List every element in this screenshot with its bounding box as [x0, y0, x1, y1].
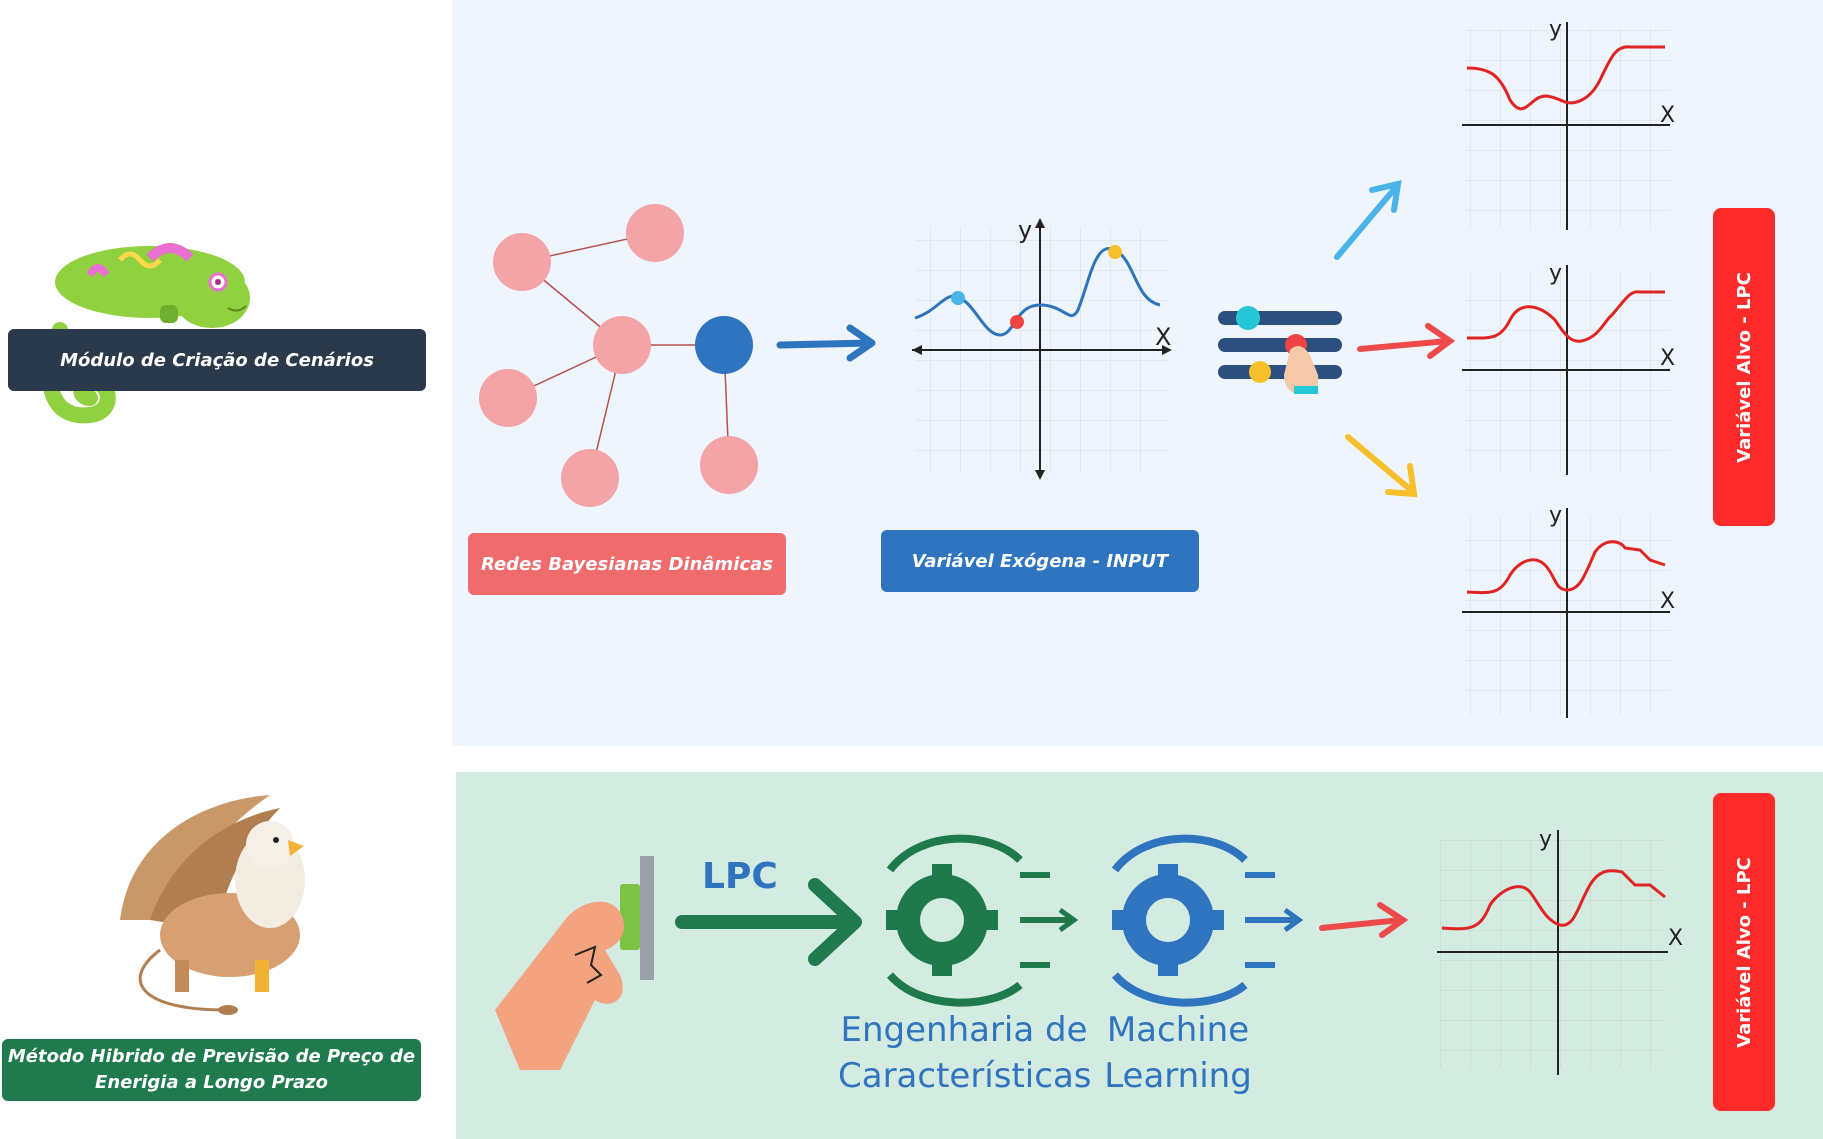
bayesian-networks-text: Redes Bayesianas Dinâmicas: [481, 553, 773, 575]
hybrid-method-text-line1: Método Hibrido de Previsão de Preço de: [7, 1046, 416, 1067]
target-variable-text-bottom: Variável Alvo - LPC: [1733, 856, 1755, 1048]
feature-engineering-label: Engenharia de Características: [838, 1007, 1092, 1099]
scenario-chart-3: y X: [1462, 503, 1675, 718]
griffin-illustration: [120, 795, 305, 1015]
x-axis-label: X: [1660, 103, 1675, 128]
target-variable-text-top: Variável Alvo - LPC: [1733, 271, 1755, 463]
exogenous-variable-label: Variável Exógena - INPUT: [881, 530, 1199, 592]
arrow-right-red-icon: [1357, 323, 1456, 359]
target-variable-label-bottom: Variável Alvo - LPC: [1713, 793, 1775, 1111]
scenario-chart-2: y X: [1462, 261, 1675, 475]
x-axis-label: X: [1155, 323, 1171, 351]
hybrid-method-label: Método Hibrido de Previsão de Preço de E…: [2, 1039, 421, 1101]
exogenous-chart: y X: [912, 216, 1172, 480]
machine-learning-text-line2: Learning: [1104, 1056, 1252, 1096]
arrow-to-output-icon: [1319, 902, 1409, 938]
machine-learning-label: Machine Learning: [1098, 1007, 1258, 1099]
y-axis-label: y: [1018, 216, 1032, 244]
feature-engineering-text-line1: Engenharia de: [840, 1010, 1088, 1050]
y-axis-label: y: [1549, 261, 1562, 286]
target-variable-label-top: Variável Alvo - LPC: [1713, 208, 1775, 526]
arrow-up-blue-icon: [1334, 180, 1402, 260]
scenario-chart-1: y X: [1462, 17, 1675, 230]
bayesian-networks-label: Redes Bayesianas Dinâmicas: [468, 533, 786, 595]
bayesian-network-graph: [479, 204, 758, 507]
hybrid-method-text-line2: Enerigia a Longo Prazo: [95, 1072, 328, 1093]
hand-pressing-button-icon: [495, 856, 654, 1070]
x-axis-label: X: [1660, 346, 1675, 371]
arrow-down-yellow-icon: [1345, 434, 1418, 498]
feature-engineering-gear-icon: [886, 834, 1079, 1007]
x-axis-label: X: [1660, 589, 1675, 614]
lpc-label: LPC: [702, 856, 778, 897]
lpc-arrow-icon: [675, 878, 862, 966]
y-axis-label: y: [1549, 503, 1562, 528]
y-axis-label: y: [1539, 827, 1552, 852]
output-chart: y X: [1437, 827, 1683, 1075]
feature-engineering-text-line2: Características: [838, 1056, 1092, 1096]
slider-controls-icon: [1218, 306, 1342, 394]
scenario-module-text: Módulo de Criação de Cenários: [60, 349, 374, 371]
machine-learning-text-line1: Machine: [1106, 1010, 1250, 1050]
scenario-module-label: Módulo de Criação de Cenários: [8, 329, 426, 391]
arrow-to-exogenous-icon: [776, 324, 876, 362]
y-axis-label: y: [1549, 17, 1562, 42]
machine-learning-gear-icon: [1111, 834, 1304, 1007]
x-axis-label: X: [1668, 926, 1683, 951]
exogenous-variable-text: Variável Exógena - INPUT: [911, 550, 1169, 572]
